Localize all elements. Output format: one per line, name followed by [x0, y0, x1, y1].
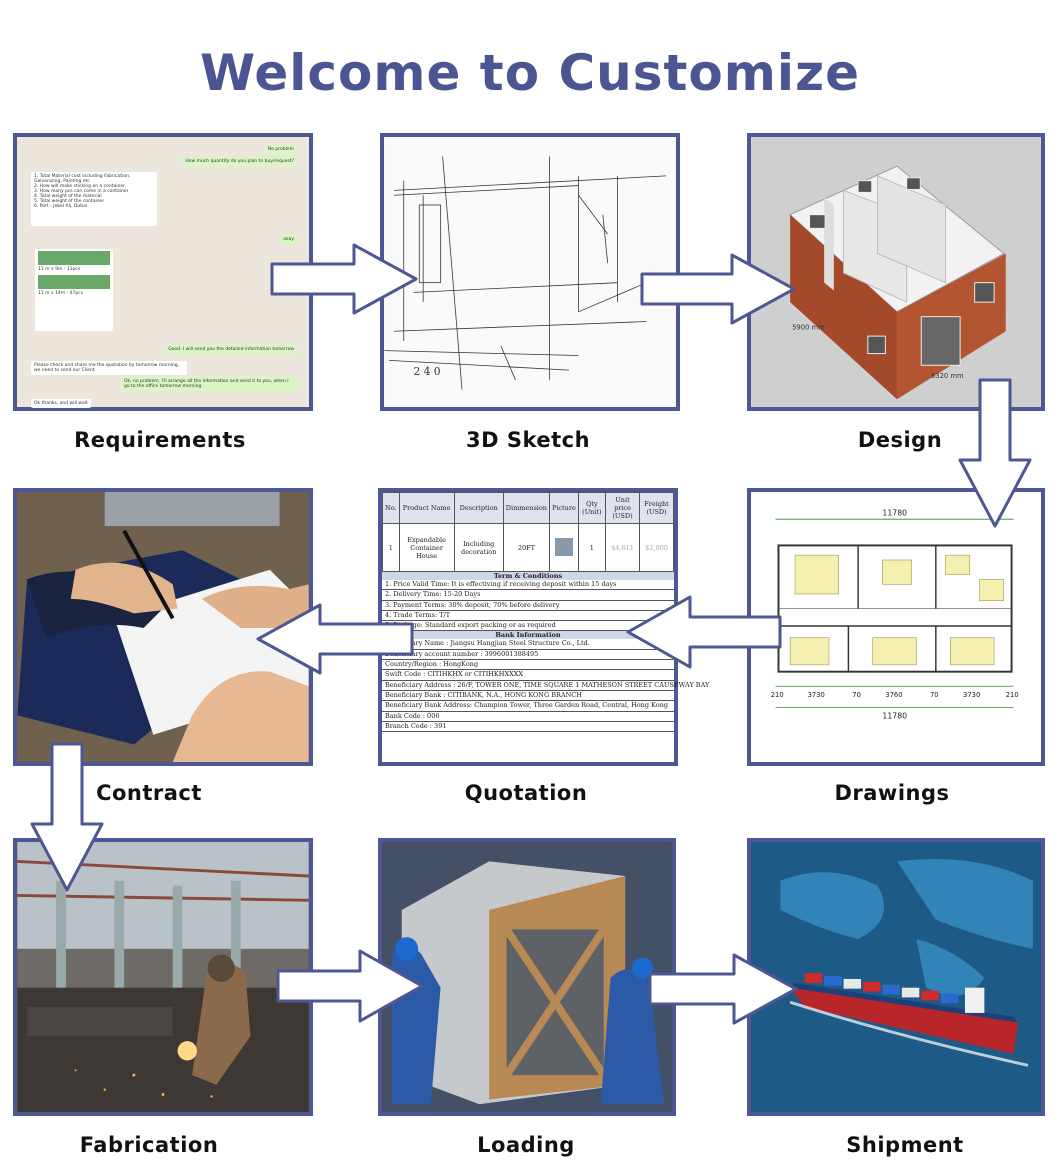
label-loading: Loading [477, 1133, 575, 1157]
chat-line: 6. Port - Jebel Ali, Dubai [34, 204, 88, 209]
contract-panel [13, 488, 313, 766]
table-cell: $4,611 [604, 523, 641, 572]
col-header: Dimmension [502, 492, 550, 524]
bank-line: Beneficiary Bank : CITIBANK, N.A., HONG … [382, 691, 674, 702]
chat-screenshot: No problem How much quantity do you plan… [17, 137, 309, 408]
photo-thumb [38, 251, 110, 265]
sketch-panel: 2 4 0 [380, 133, 680, 411]
design-render: 5900 mm 6320 mm [789, 165, 1006, 400]
dim-segment: 3730 [963, 691, 980, 699]
col-header: Freight (USD) [639, 492, 674, 524]
arrow-left-icon [626, 595, 782, 669]
shipment-panel [747, 838, 1045, 1116]
chat-line: 5. Total weight of the container [34, 199, 105, 204]
arrow-down-icon [30, 742, 104, 892]
chat-message: okay [280, 235, 297, 244]
dim-segment: 70 [852, 691, 861, 699]
design-panel: 5900 mm 6320 mm [747, 133, 1045, 411]
bank-line: Branch Code : 391 [382, 722, 674, 733]
chat-message: 1. Total Material cost including Fabrica… [31, 172, 157, 226]
col-header: Product Name [398, 492, 455, 524]
chat-message: Ok, no problem. I'll arrange all the inf… [121, 377, 297, 391]
label-fabrication: Fabrication [79, 1133, 219, 1157]
table-cell: Expandable Container House [398, 523, 455, 572]
bank-line: Beneficiary Name : Jiangsu Hangjian Stee… [382, 639, 674, 650]
col-header: Description [453, 492, 504, 524]
term-line: 4. Trade Terms: T/T [382, 611, 674, 622]
label-sketch: 3D Sketch [465, 428, 591, 452]
dim-segment: 210 [1006, 691, 1019, 699]
col-header: Qty (Unit) [577, 492, 606, 524]
bank-line: Beneficiary Bank Address: Champion Tower… [382, 701, 674, 712]
design-width-label: 5900 mm [792, 323, 825, 331]
col-header: Picture [548, 492, 579, 524]
bank-line: Bank Code : 006 [382, 712, 674, 722]
dim-segment: 70 [930, 691, 939, 699]
bank-header: Bank Information [382, 631, 674, 640]
term-line: 5. Package: Standard export packing or a… [382, 621, 674, 632]
label-design: Design [857, 428, 943, 452]
dim-segment: 3730 [808, 691, 825, 699]
page-title: Welcome to Customize [199, 44, 861, 102]
design-length-label: 6320 mm [931, 372, 964, 380]
quotation-table: No. Product Name Description Dimmension … [382, 492, 674, 572]
fabrication-photo [17, 842, 309, 1112]
bank-line: Swift Code : CITIHKHX or CITIHKHXXXX [382, 670, 674, 681]
bank-line: Beneficiary account number : 39960013884… [382, 650, 674, 661]
table-cell: $2,000 [639, 523, 674, 572]
label-shipment: Shipment [846, 1133, 964, 1157]
label-drawings: Drawings [834, 781, 950, 805]
quotation-panel: No. Product Name Description Dimmension … [378, 488, 709, 766]
chat-message: Ok thanks, and will wait [31, 399, 91, 408]
table-cell: 20FT [502, 523, 550, 572]
arrow-right-icon [276, 949, 424, 1023]
arrow-down-icon [958, 378, 1032, 528]
sketch-drawing: 2 4 0 [384, 156, 666, 390]
chat-message: How much quantity do you plan to buy/req… [182, 157, 297, 166]
chat-line: 2. How will make sticking on a container [34, 184, 125, 189]
floor-plan: 11780 210 3730 70 3760 70 3730 210 11780 [771, 508, 1019, 720]
table-cell: 1 [382, 523, 400, 572]
chat-line: 3. How many pcs can come in a container [34, 189, 129, 194]
term-line: 1. Price Valid Time: It is effectiving i… [382, 580, 674, 591]
quotation-sheet: No. Product Name Description Dimmension … [382, 492, 709, 762]
loading-panel [378, 838, 676, 1116]
chat-message: Good. I will send you the detailed infor… [165, 345, 297, 354]
chat-line: 1. Total Material cost including Fabrica… [34, 174, 131, 184]
dim-segment: 210 [771, 691, 784, 699]
table-cell: Including decoration [453, 523, 504, 572]
term-line: 3. Payment Terms: 30% deposit, 70% befor… [382, 601, 674, 611]
dim-segment: 3760 [885, 691, 902, 699]
chat-line: 11 m x 14m - 47pcs [38, 291, 84, 296]
chat-line: 11 m x 9m - 11pcs [38, 267, 81, 272]
terms-header: Term & Conditions [382, 572, 674, 580]
arrow-right-icon [270, 243, 418, 315]
contract-photo [17, 492, 309, 762]
col-header: No. [382, 492, 400, 524]
dim-total-bottom: 11780 [882, 711, 907, 720]
shipment-photo [751, 842, 1041, 1112]
loading-photo [382, 842, 672, 1112]
chat-line: 4. Total weight of the material [34, 194, 102, 199]
chat-message: No problem [264, 145, 297, 154]
arrow-right-icon [648, 953, 798, 1025]
drawings-panel: 11780 210 3730 70 3760 70 3730 210 11780 [747, 488, 1045, 766]
label-contract: Contract [96, 781, 202, 805]
arrow-right-icon [640, 253, 796, 325]
dim-total-top: 11780 [882, 508, 907, 517]
chat-message: 11 m x 9m - 11pcs 11 m x 14m - 47pcs [35, 249, 113, 331]
requirements-panel: No problem How much quantity do you plan… [13, 133, 313, 411]
bank-line: Beneficiary Address : 26/F, TOWER ONE, T… [382, 681, 709, 691]
sketch-annotation: 2 4 0 [413, 365, 440, 378]
photo-thumb [38, 275, 110, 289]
bank-line: Country/Region : HongKong [382, 660, 674, 671]
arrow-left-icon [256, 603, 414, 675]
table-cell: 1 [577, 523, 606, 572]
product-picture [548, 523, 579, 572]
chat-message: Please check and share me the quotation … [31, 361, 187, 375]
term-line: 2. Delivery Time: 15-20 Days [382, 590, 674, 601]
label-quotation: Quotation [464, 781, 588, 805]
label-requirements: Requirements [74, 428, 246, 452]
col-header: Unit price (USD) [604, 492, 641, 524]
